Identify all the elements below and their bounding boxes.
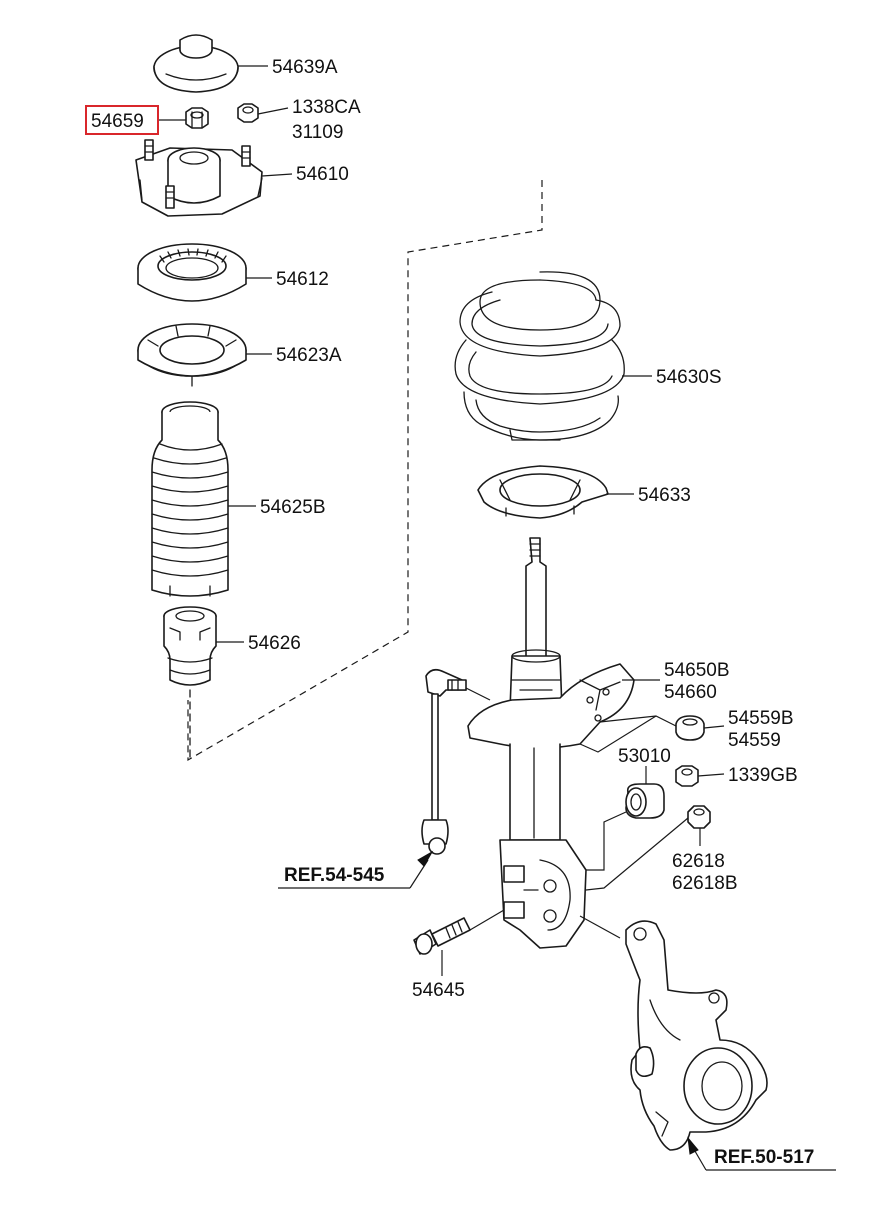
label-bushing[interactable]: 53010 — [618, 746, 671, 767]
leader-lines — [158, 65, 725, 976]
label-strut-left[interactable]: 54650B — [664, 660, 730, 681]
label-ref-knuckle[interactable]: REF.50-517 — [714, 1147, 814, 1168]
label-bolt[interactable]: 54645 — [412, 980, 465, 1001]
label-washer-alt[interactable]: 62618B — [672, 873, 738, 894]
insulator-part[interactable] — [135, 139, 263, 217]
label-strut-nut[interactable]: 54659 — [91, 111, 144, 132]
label-mount-nut-alt[interactable]: 31109 — [292, 122, 343, 143]
label-strut-right[interactable]: 54660 — [664, 682, 717, 703]
label-bearing[interactable]: 54612 — [276, 269, 329, 290]
bolt-part[interactable] — [413, 917, 471, 955]
label-upper-spring-pad[interactable]: 54623A — [276, 345, 342, 366]
label-mount-nut[interactable]: 1338CA — [292, 97, 361, 118]
steering-knuckle-part[interactable] — [625, 920, 768, 1151]
stabilizer-link-part[interactable] — [421, 668, 467, 855]
label-flange-nut-alt[interactable]: 54559 — [728, 730, 781, 751]
washer-part[interactable] — [687, 805, 711, 829]
cap-part[interactable] — [153, 34, 239, 93]
highlight-box — [85, 105, 159, 135]
label-dust-cover[interactable]: 54625B — [260, 497, 326, 518]
ref-stabilizer-leader — [278, 850, 434, 889]
bushing-part[interactable] — [625, 783, 665, 819]
label-ref-stabilizer[interactable]: REF.54-545 — [284, 865, 385, 886]
label-bump-stop[interactable]: 54626 — [248, 633, 301, 654]
label-cap[interactable]: 54639A — [272, 57, 338, 78]
label-lower-spring-pad[interactable]: 54633 — [638, 485, 691, 506]
mount-nut-part[interactable] — [237, 103, 259, 123]
label-nut-1339[interactable]: 1339GB — [728, 765, 798, 786]
label-insulator[interactable]: 54610 — [296, 164, 349, 185]
lower-spring-pad-part[interactable] — [477, 465, 609, 519]
coil-spring-part[interactable] — [454, 271, 625, 441]
dust-cover-part[interactable] — [151, 401, 229, 597]
assembly-dashed-boundary — [187, 180, 543, 762]
bump-stop-part[interactable] — [163, 606, 217, 761]
label-flange-nut[interactable]: 54559B — [728, 708, 794, 729]
strut-assembly-part[interactable] — [467, 537, 635, 949]
upper-spring-pad-part[interactable] — [137, 323, 247, 387]
nut-1339-part[interactable] — [675, 765, 699, 787]
label-washer[interactable]: 62618 — [672, 851, 725, 872]
bearing-part[interactable] — [137, 243, 247, 302]
label-coil-spring[interactable]: 54630S — [656, 367, 722, 388]
strut-nut-part[interactable] — [185, 107, 209, 129]
ref-knuckle-leader — [687, 1136, 836, 1171]
flange-nut-part[interactable] — [675, 715, 705, 741]
